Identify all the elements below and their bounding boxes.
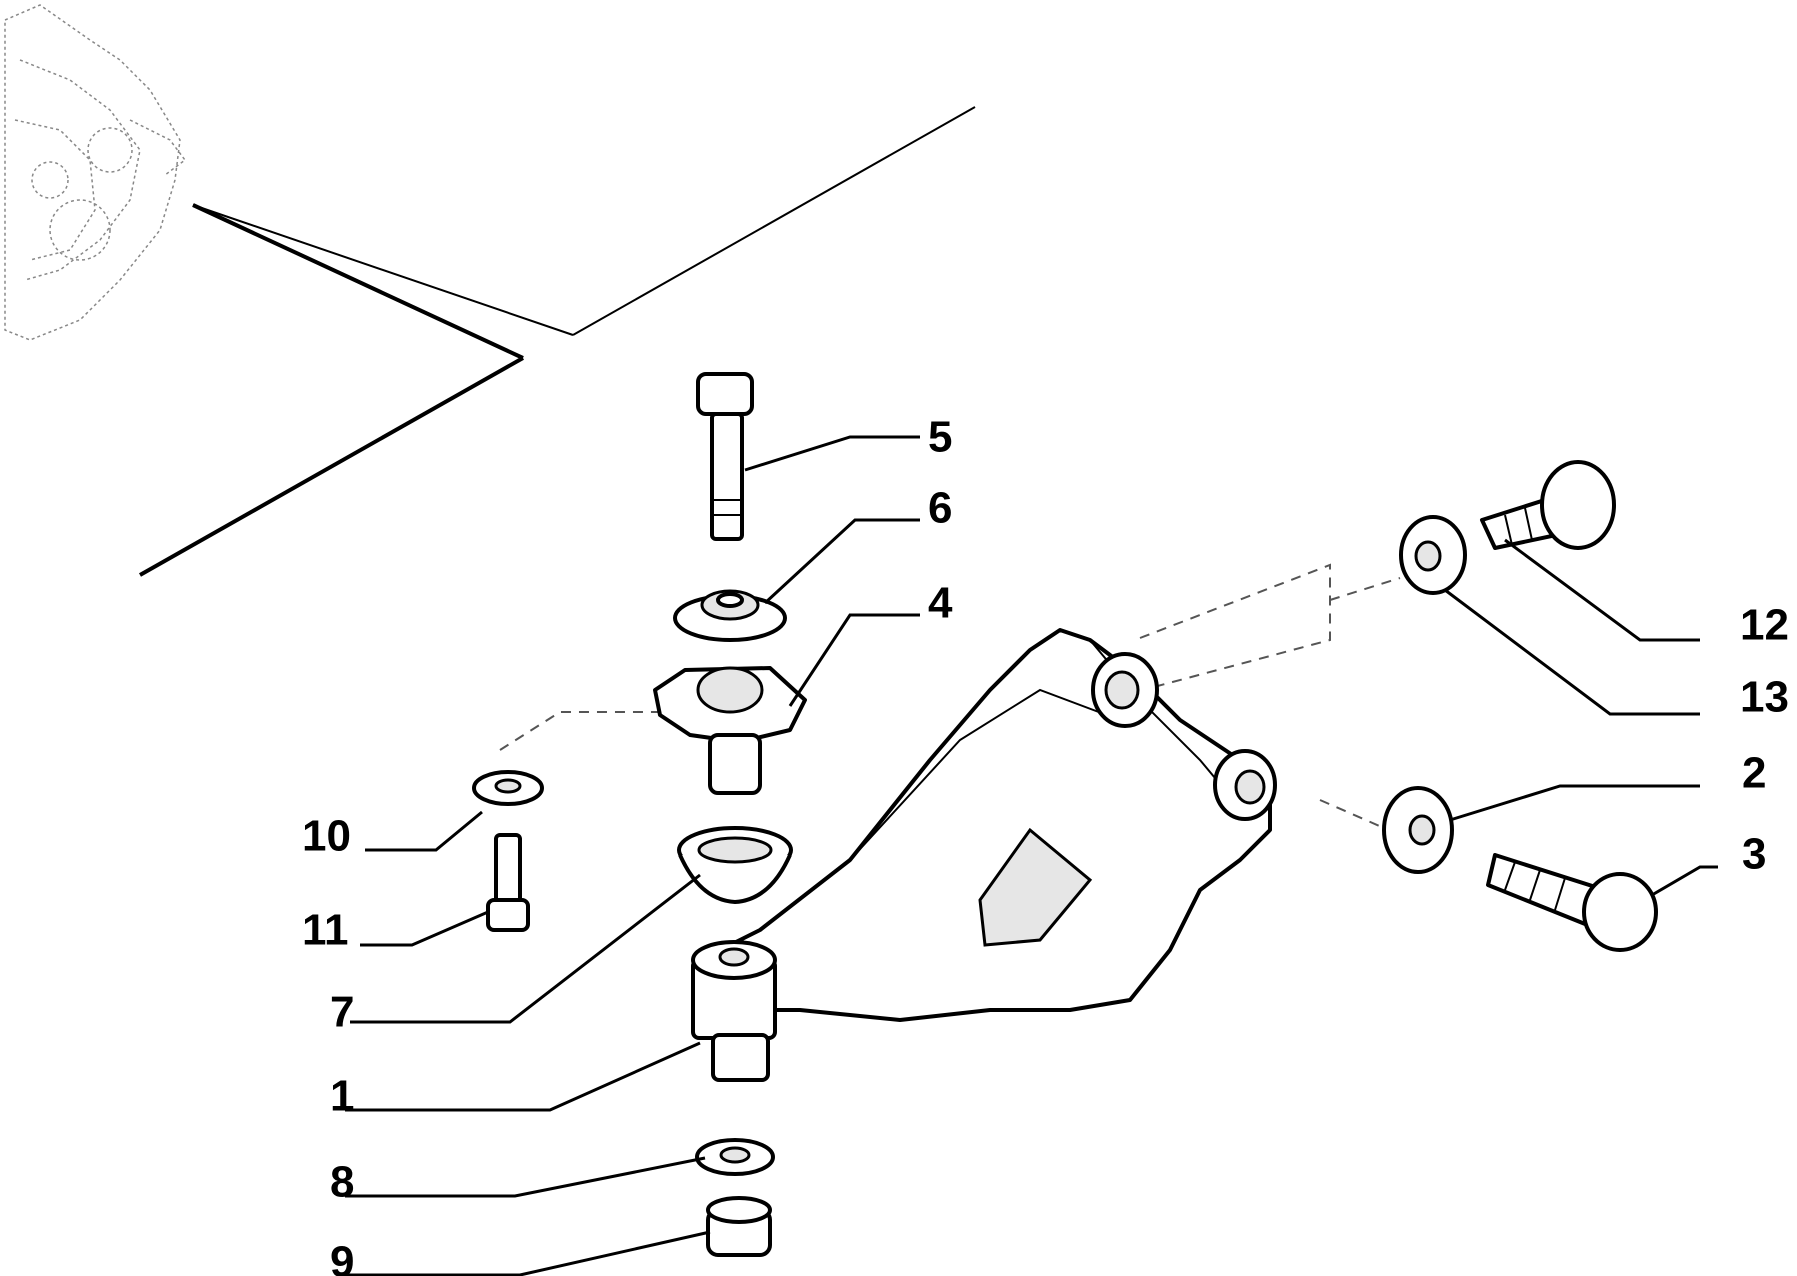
callout-8: 8 — [330, 1158, 354, 1207]
callout-7: 7 — [330, 988, 354, 1037]
washer-part-6 — [673, 589, 787, 642]
callout-5: 5 — [928, 413, 952, 462]
callout-10: 10 — [302, 812, 351, 861]
washer-part-2 — [1382, 786, 1454, 874]
callout-6: 6 — [928, 484, 952, 533]
control-arm — [691, 628, 1277, 1082]
engine-thumbnail — [4, 4, 187, 341]
callout-3: 3 — [1742, 830, 1766, 879]
washer-part-8 — [695, 1138, 775, 1176]
leader-lines — [345, 435, 1718, 1276]
callout-1: 1 — [330, 1072, 354, 1121]
callout-labels: 5 6 4 10 11 7 1 8 9 12 13 2 3 — [302, 413, 1789, 1276]
bolt-part-12 — [1480, 460, 1616, 550]
callout-11: 11 — [302, 906, 349, 955]
bushing-part-9 — [706, 1196, 772, 1257]
bolt-part-5 — [696, 372, 754, 541]
washer-part-13 — [1399, 515, 1467, 595]
bolt-part-3 — [1486, 853, 1658, 952]
projection-lines — [139, 106, 976, 577]
mount-part-4 — [653, 666, 807, 795]
washer-part-10 — [472, 770, 544, 806]
callout-2: 2 — [1742, 749, 1766, 798]
screw-part-11 — [486, 833, 530, 932]
callout-13: 13 — [1740, 673, 1789, 722]
callout-12: 12 — [1740, 601, 1789, 650]
callout-9: 9 — [330, 1238, 354, 1276]
callout-4: 4 — [928, 579, 953, 628]
cup-part-7 — [677, 826, 793, 904]
